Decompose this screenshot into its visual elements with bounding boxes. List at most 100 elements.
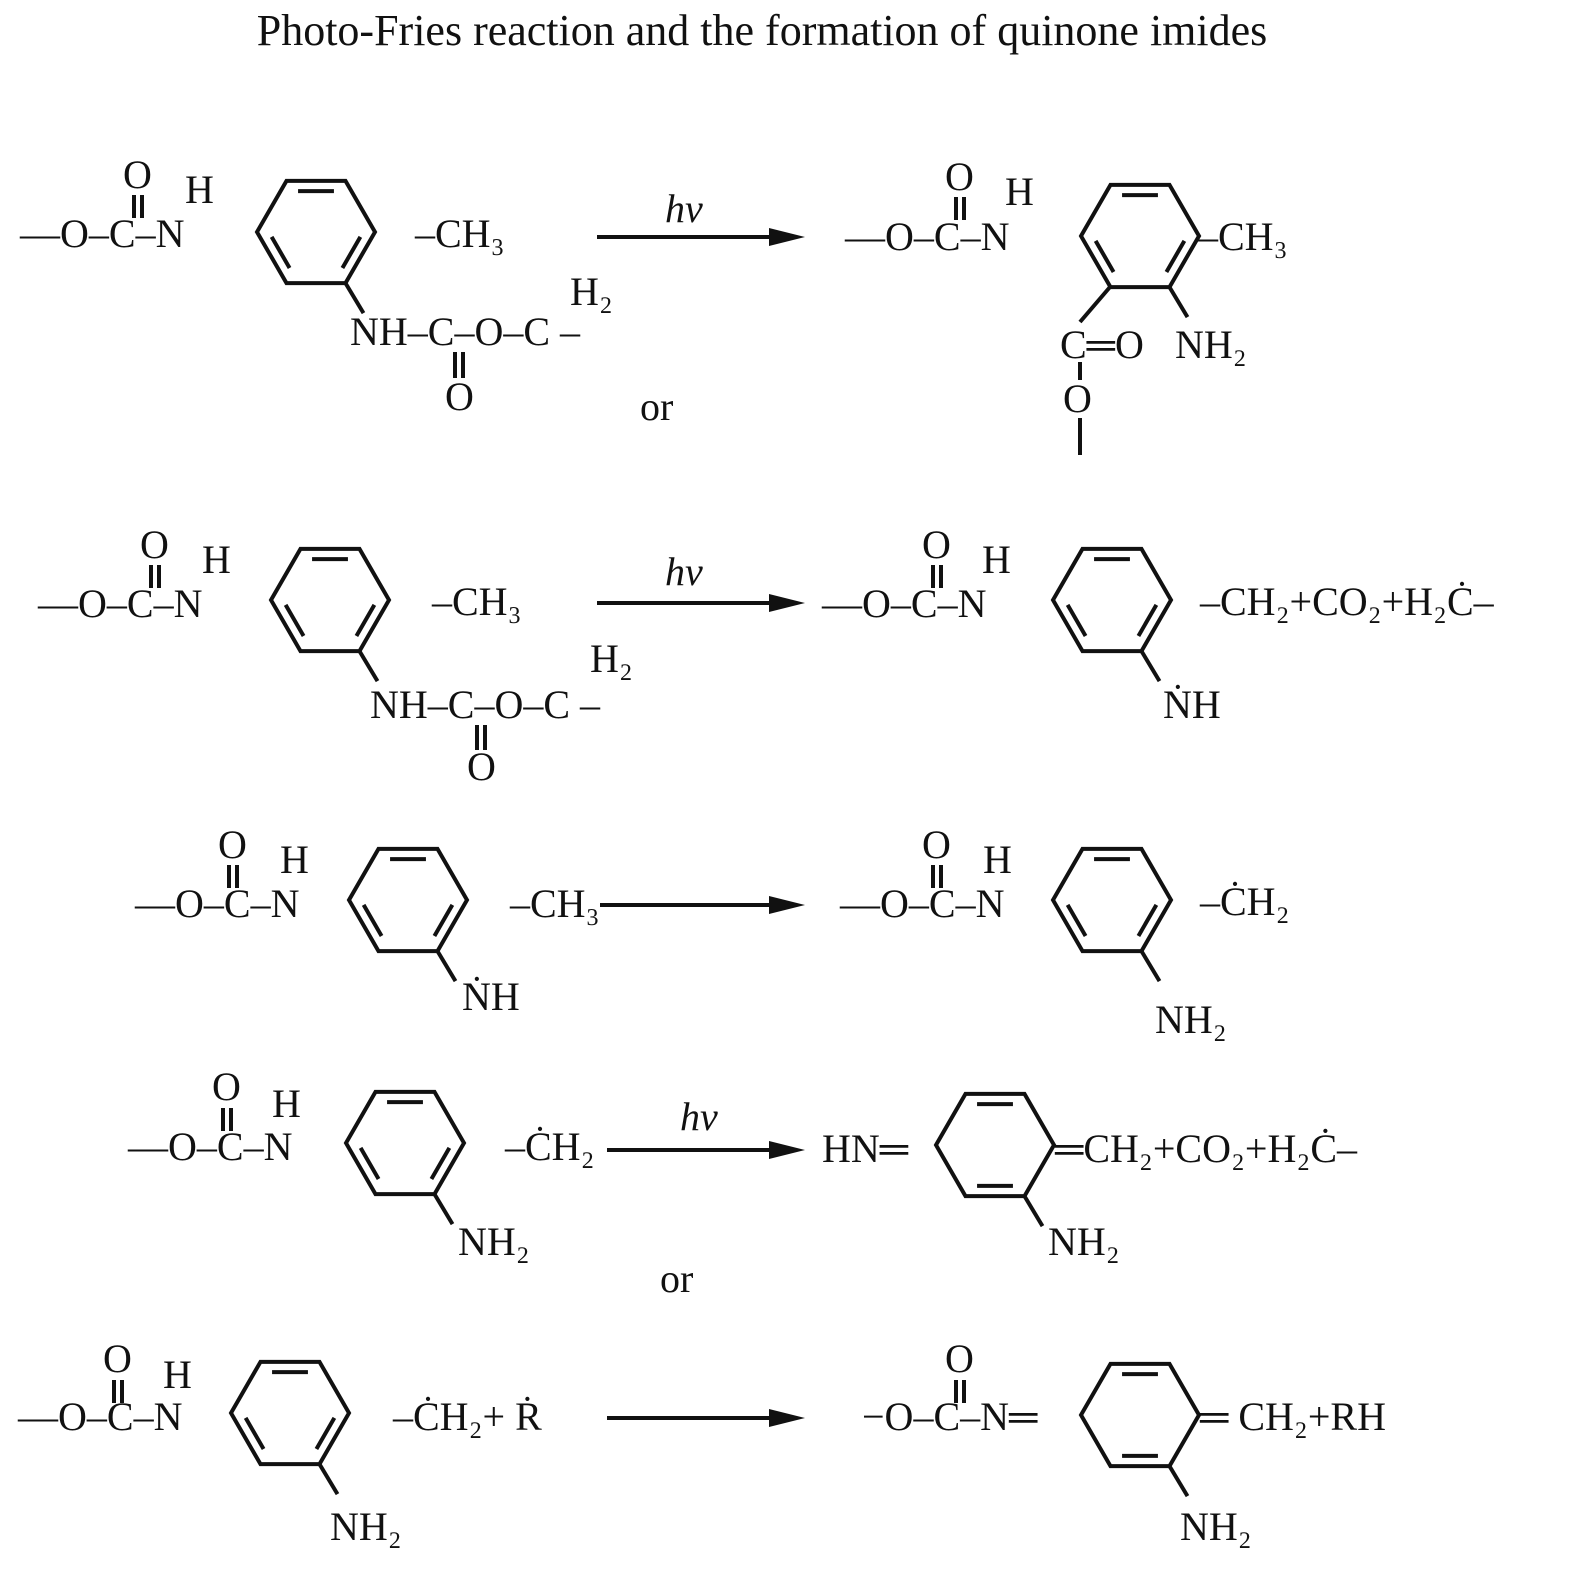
methylene-h2: H₂ [590,636,633,681]
methyl-group: –CH₃ [1197,214,1288,259]
benzene-ring [1050,846,1174,954]
amide-hydrogen: H [983,837,1012,882]
carbamate-chain: —O–C–N [17,1394,182,1439]
ring-outline [254,178,378,286]
carbonyl-oxygen: O [140,522,169,567]
amide-hydrogen: H [185,167,214,212]
reaction-arrow [607,1409,805,1427]
reaction-arrow [597,594,805,612]
reaction-arrows [597,228,805,1427]
amide-hydrogen: H [1005,169,1034,214]
double-bond-line [283,603,306,637]
arrow-head [769,228,805,246]
amide-hydrogen: H [202,537,231,582]
ring-outline [1050,546,1174,654]
ring-outline [1078,1361,1202,1469]
quinoid-ring [933,1091,1057,1199]
aminyl-radical: ṄH [1163,682,1221,727]
imine-group: HN═ [822,1126,909,1171]
arrow-label-hv: hv [665,186,703,231]
product-fragments: ═ CH₂+RH [1199,1394,1386,1439]
reaction-arrow [600,896,805,914]
amide-hydrogen: H [982,537,1011,582]
carbamate-side-chain: NH–C–O–C – [370,682,601,727]
double-bond-line [1136,903,1159,937]
reaction-3: —O–C–N O H –CH₃ ṄH —O–C–N O H –ĊH₂ NH₂ [134,822,1290,1042]
carbamate-chain: —O–C–N [839,881,1004,926]
arrow-head [769,896,805,914]
carbamate-chain: —O–C–N [19,211,184,256]
double-bond-line [429,1146,452,1180]
amide-hydrogen: H [272,1081,301,1126]
carbamate-chain: —O–C–N [844,214,1009,259]
reaction-1: —O–C–N O H –CH₃ NH–C–O–C – H₂ O hv or —O… [19,152,1288,429]
quinoid-ring [1078,1361,1202,1469]
arrow-head [769,594,805,612]
arrow-label-hv: hv [665,549,703,594]
benzene-ring [1050,546,1174,654]
carbamate-imide-chain: −O–C–N═ [862,1394,1038,1439]
carbonyl-oxygen: O [103,1336,132,1381]
ring-outline [343,1089,467,1197]
amino-group: NH₂ [458,1219,530,1264]
double-bond-line [361,903,384,937]
amino-group: NH₂ [1175,322,1247,367]
bond [1167,286,1190,319]
side-carbonyl-oxygen: O [467,744,496,789]
double-bond-line [269,235,292,269]
arrow-head [769,1409,805,1427]
double-bond-line [314,1416,337,1450]
benzene-ring [346,846,470,954]
double-bond-line [1065,903,1088,937]
reaction-2: —O–C–N O H –CH₃ NH–C–O–C – H₂ O hv —O–C–… [37,522,1495,789]
product-fragments: ═CH₂+CO₂+H₂Ċ– [1054,1126,1358,1171]
bond [317,1463,340,1496]
benzene-ring [228,1359,352,1467]
benzyl-radical: –ĊH₂ [1199,879,1290,924]
ester-carbonyl: C═O [1060,322,1144,367]
benzene-ring [254,178,378,286]
methyl-group: –CH₃ [414,211,505,256]
ring-outline [346,846,470,954]
ring-outline [1050,846,1174,954]
carbamate-chain: —O–C–N [127,1124,292,1169]
benzyl-radical: –ĊH₂ [504,1124,595,1169]
benzene-rings [228,178,1202,1469]
double-bond-line [354,603,377,637]
benzene-ring [268,546,392,654]
ring-outline [933,1091,1057,1199]
or-label: or [660,1256,693,1301]
reaction-4: —O–C–N O H –ĊH₂ NH₂ hv HN═ ═CH₂+CO₂+H₂Ċ–… [127,1064,1358,1301]
bond [357,650,380,683]
arrow-head [769,1141,805,1159]
double-bond-line [358,1146,381,1180]
carbonyl-oxygen: O [212,1064,241,1109]
benzene-ring [1078,182,1202,290]
carbonyl-oxygen: O [218,822,247,867]
carbonyl-oxygen: O [945,1336,974,1381]
carbamate-side-chain: NH–C–O–C – [350,309,581,354]
methyl-group: –CH₃ [509,881,600,926]
benzene-ring [343,1089,467,1197]
arrow-label-hv: hv [680,1094,718,1139]
double-bond-line [1164,239,1187,273]
amino-group: NH₂ [1180,1504,1252,1549]
double-bond-line [340,235,363,269]
amino-group: NH₂ [330,1504,402,1549]
carbamate-chain: —O–C–N [821,581,986,626]
ester-oxygen: O [1063,376,1092,421]
amino-group: NH₂ [1155,997,1227,1042]
carbonyl-oxygen: O [945,154,974,199]
reaction-arrow [607,1141,805,1159]
carbonyl-oxygen: O [123,152,152,197]
bond [1139,650,1162,683]
double-bond-line [243,1416,266,1450]
double-bond-line [1136,603,1159,637]
aminyl-radical: ṄH [462,974,520,1019]
double-bond-line [432,903,455,937]
benzyl-radical-plus-r: –ĊH₂+ Ṙ [392,1394,542,1439]
carbamate-chain: —O–C–N [134,881,299,926]
side-carbonyl-oxygen: O [445,374,474,419]
amide-hydrogen: H [280,837,309,882]
product-fragments: –CH₂+CO₂+H₂Ċ– [1199,579,1495,624]
